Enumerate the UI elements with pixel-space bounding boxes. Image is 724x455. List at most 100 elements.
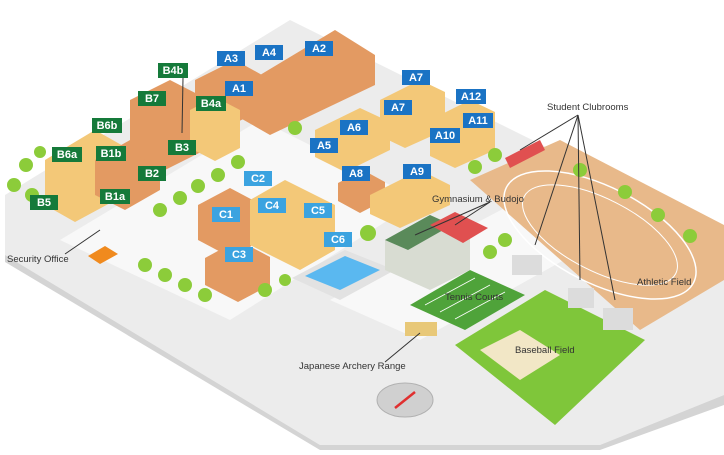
tree (483, 245, 497, 259)
tree (138, 258, 152, 272)
label-c4-text: C4 (265, 200, 280, 212)
label-a10-text: A10 (435, 130, 455, 142)
campus-ground-edge (5, 255, 724, 450)
label-b4b[interactable]: B4b (158, 63, 188, 78)
label-b2-text: B2 (145, 168, 159, 180)
tree (7, 178, 21, 192)
tree (279, 274, 291, 286)
label-a5-text: A5 (317, 140, 331, 152)
label-b6a[interactable]: B6a (52, 147, 82, 162)
label-b7[interactable]: B7 (138, 91, 166, 106)
tennis-courts-ground (410, 270, 525, 330)
gymnasium-label: Gymnasium & Budojo (432, 194, 524, 205)
label-b6b[interactable]: B6b (92, 118, 122, 133)
label-a4-text: A4 (262, 47, 277, 59)
tree (19, 158, 33, 172)
label-a5[interactable]: A5 (310, 138, 338, 153)
label-c6[interactable]: C6 (324, 232, 352, 247)
tennis-courts-label: Tennis Courts (445, 292, 503, 303)
tennis-court-lines (424, 277, 506, 320)
clubroom-building-top (505, 140, 545, 168)
building-a-north (235, 30, 375, 135)
running-track-inner (522, 184, 678, 286)
label-c5[interactable]: C5 (304, 203, 332, 218)
label-a1-text: A1 (232, 83, 246, 95)
tree (231, 155, 245, 169)
label-a12[interactable]: A12 (456, 89, 486, 104)
label-b2[interactable]: B2 (138, 166, 166, 181)
tree (651, 208, 665, 222)
label-a4[interactable]: A4 (255, 45, 283, 60)
compass-needle (394, 391, 416, 409)
pointer-lines (64, 77, 616, 363)
label-c4[interactable]: C4 (258, 198, 286, 213)
building-c3 (205, 240, 270, 302)
label-b4b-text: B4b (163, 65, 184, 77)
building-c1 (198, 188, 262, 257)
tree (488, 148, 502, 162)
label-a7-text: A7 (391, 102, 405, 114)
label-b5-text: B5 (37, 197, 51, 209)
trees (7, 121, 697, 302)
building-a-east (380, 80, 445, 148)
label-b5[interactable]: B5 (30, 195, 58, 210)
tree (158, 268, 172, 282)
label-b4a[interactable]: B4a (196, 96, 226, 111)
tree (153, 203, 167, 217)
label-c1[interactable]: C1 (212, 207, 240, 222)
label-a12-text: A12 (461, 91, 481, 103)
tree (360, 225, 376, 241)
label-a11[interactable]: A11 (463, 113, 493, 128)
tree (468, 160, 482, 174)
tree (191, 179, 205, 193)
label-a7[interactable]: A7 (384, 100, 412, 115)
label-a8-text: A8 (349, 168, 363, 180)
building-b4a (190, 97, 240, 161)
tree (618, 185, 632, 199)
label-c5-text: C5 (311, 205, 325, 217)
security-office-building (88, 246, 118, 264)
label-a10[interactable]: A10 (430, 128, 460, 143)
label-a9-text: A9 (410, 166, 424, 178)
label-b3[interactable]: B3 (168, 140, 196, 155)
label-b6a-text: B6a (57, 149, 78, 161)
label-a2[interactable]: A2 (305, 41, 333, 56)
label-a8[interactable]: A8 (342, 166, 370, 181)
label-a3-text: A3 (224, 53, 238, 65)
security-office-label: Security Office (7, 254, 69, 265)
label-c2[interactable]: C2 (244, 171, 272, 186)
archery-range-label: Japanese Archery Range (299, 361, 406, 372)
tree (198, 288, 212, 302)
label-c1-text: C1 (219, 209, 233, 221)
label-b1b[interactable]: B1b (96, 146, 126, 161)
tree (173, 191, 187, 205)
label-a9[interactable]: A9 (403, 164, 431, 179)
baseball-infield (480, 330, 560, 380)
student-clubrooms-label: Student Clubrooms (547, 102, 629, 113)
label-b1b-text: B1b (101, 148, 122, 160)
label-b4a-text: B4a (201, 98, 222, 110)
tree (498, 233, 512, 247)
clubroom-building-2 (568, 288, 594, 308)
clubroom-building-1 (512, 255, 542, 275)
label-a6[interactable]: A6 (340, 120, 368, 135)
tree (683, 229, 697, 243)
archery-range-building (405, 322, 437, 336)
label-b1a-text: B1a (105, 191, 126, 203)
clubroom-building-3 (603, 308, 633, 330)
athletic-field-label: Athletic Field (637, 277, 691, 288)
tree (258, 283, 272, 297)
label-a7-top-text: A7 (409, 72, 423, 84)
label-a6-text: A6 (347, 122, 361, 134)
baseball-field-label: Baseball Field (515, 345, 575, 356)
label-c3[interactable]: C3 (225, 247, 253, 262)
building-a-mid (315, 108, 390, 172)
label-a3[interactable]: A3 (217, 51, 245, 66)
label-c2-text: C2 (251, 173, 265, 185)
label-c6-text: C6 (331, 234, 345, 246)
label-a7-top[interactable]: A7 (402, 70, 430, 85)
label-b1a[interactable]: B1a (100, 189, 130, 204)
label-a1[interactable]: A1 (225, 81, 253, 96)
